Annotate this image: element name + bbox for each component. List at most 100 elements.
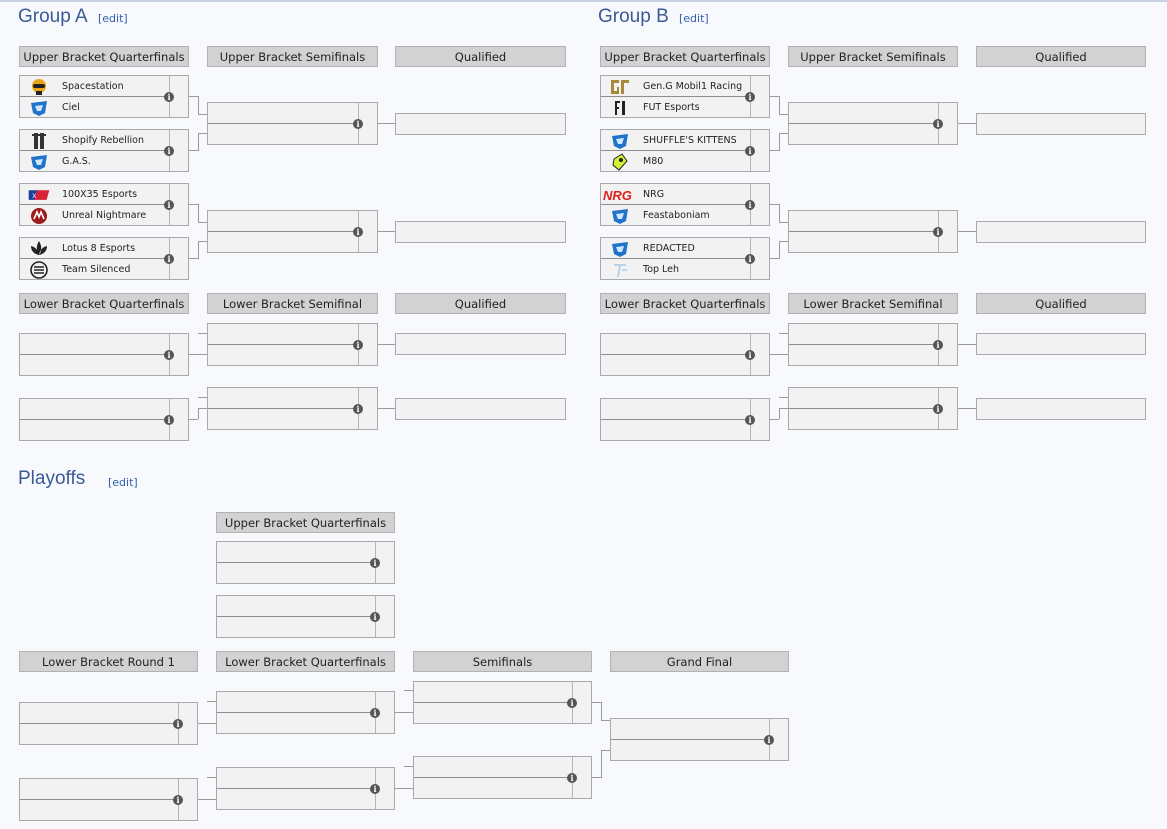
group-b-ubqf-match-4[interactable]: REDACTED Top Leh i [600, 237, 770, 280]
group-b-qualified-slot-2 [976, 221, 1146, 243]
info-icon[interactable]: i [173, 719, 183, 729]
playoffs-lbr1-match-2[interactable]: i [19, 778, 198, 821]
info-icon[interactable]: i [164, 200, 174, 210]
info-icon[interactable]: i [745, 92, 755, 102]
group-a-ubqf-match-1[interactable]: Spacestation Ciel i [19, 75, 189, 118]
group-b-header-ubqf: Upper Bracket Quarterfinals [600, 46, 770, 67]
team-row[interactable]: Unreal Nightmare [20, 205, 170, 226]
group-b-qualified-lower-slot-2 [976, 398, 1146, 420]
playoffs-grand-final-match[interactable]: i [610, 718, 789, 761]
group-b-ubsf-match-1[interactable]: i [788, 102, 958, 145]
group-b-ubqf-match-3[interactable]: NRG NRG Feastaboniam i [600, 183, 770, 226]
playoffs-semifinal-match-1[interactable]: i [413, 681, 592, 724]
group-a-ubqf-match-2[interactable]: Shopify Rebellion G.A.S. i [19, 129, 189, 172]
group-a-ubqf-match-3[interactable]: X 100X35 Esports Unreal Nightmare i [19, 183, 189, 226]
team-row[interactable]: NRG NRG [601, 184, 751, 205]
playoffs-ubqf-match-1[interactable]: i [216, 541, 395, 584]
playoffs-title: Playoffs [18, 468, 86, 489]
group-a-edit-link[interactable]: [edit] [98, 12, 128, 25]
team-row[interactable]: Top Leh [601, 259, 751, 280]
info-icon[interactable]: i [745, 350, 755, 360]
top-leh-icon [609, 261, 631, 279]
group-b-lbsf-match-1[interactable]: i [788, 323, 958, 366]
group-a-ubqf-match-4[interactable]: Lotus 8 Esports Team Silenced i [19, 237, 189, 280]
team-name: Gen.G Mobil1 Racing [643, 81, 743, 92]
group-b-header-qualified: Qualified [976, 46, 1146, 67]
group-a-qualified-lower-slot-2 [395, 398, 566, 420]
group-a-ubsf-match-1[interactable]: i [207, 102, 378, 145]
playoffs-edit-link[interactable]: [edit] [108, 476, 138, 489]
team-row[interactable]: X 100X35 Esports [20, 184, 170, 205]
info-icon[interactable]: i [353, 227, 363, 237]
info-icon[interactable]: i [353, 119, 363, 129]
info-icon[interactable]: i [164, 415, 174, 425]
info-icon[interactable]: i [164, 350, 174, 360]
playoffs-semifinal-match-2[interactable]: i [413, 756, 592, 799]
team-row[interactable]: G.A.S. [20, 151, 170, 172]
team-row[interactable]: Shopify Rebellion [20, 130, 170, 151]
team-row[interactable]: Lotus 8 Esports [20, 238, 170, 259]
fut-icon [609, 99, 631, 117]
info-icon[interactable]: i [370, 784, 380, 794]
group-b-edit-link[interactable]: [edit] [679, 12, 709, 25]
group-b-lbqf-match-2[interactable]: i [600, 398, 770, 441]
info-icon[interactable]: i [353, 404, 363, 414]
group-a-lbqf-match-2[interactable]: i [19, 398, 189, 441]
playoffs-lbqf-match-1[interactable]: i [216, 691, 395, 734]
team-row[interactable]: Feastaboniam [601, 205, 751, 226]
playoffs-lbqf-match-2[interactable]: i [216, 767, 395, 810]
info-icon[interactable]: i [933, 404, 943, 414]
info-icon[interactable]: i [353, 340, 363, 350]
info-icon[interactable]: i [567, 773, 577, 783]
info-icon[interactable]: i [164, 254, 174, 264]
team-name: FUT Esports [643, 102, 700, 113]
top-border [0, 0, 1167, 2]
group-a-lbqf-match-1[interactable]: i [19, 333, 189, 376]
info-icon[interactable]: i [745, 415, 755, 425]
group-b-lbsf-match-2[interactable]: i [788, 387, 958, 430]
team-row[interactable]: REDACTED [601, 238, 751, 259]
playoffs-ubqf-match-2[interactable]: i [216, 595, 395, 638]
team-row[interactable]: Gen.G Mobil1 Racing [601, 76, 751, 97]
svg-text:NRG: NRG [603, 188, 632, 202]
playoffs-header-semifinals: Semifinals [413, 651, 592, 672]
group-b-title: Group B [598, 6, 669, 27]
team-row[interactable]: Spacestation [20, 76, 170, 97]
info-icon[interactable]: i [745, 254, 755, 264]
team-row[interactable]: Team Silenced [20, 259, 170, 280]
info-icon[interactable]: i [764, 735, 774, 745]
playoffs-header-grand-final: Grand Final [610, 651, 789, 672]
team-name: Lotus 8 Esports [62, 243, 136, 254]
info-icon[interactable]: i [370, 558, 380, 568]
info-icon[interactable]: i [567, 698, 577, 708]
info-icon[interactable]: i [173, 795, 183, 805]
playoffs-lbr1-match-1[interactable]: i [19, 702, 198, 745]
info-icon[interactable]: i [745, 200, 755, 210]
info-icon[interactable]: i [933, 227, 943, 237]
team-row[interactable]: Ciel [20, 97, 170, 118]
group-b-lbqf-match-1[interactable]: i [600, 333, 770, 376]
info-icon[interactable]: i [745, 146, 755, 156]
team-row[interactable]: SHUFFLE'S KITTENS [601, 130, 751, 151]
group-b-ubqf-match-2[interactable]: SHUFFLE'S KITTENS M80 i [600, 129, 770, 172]
group-b-qualified-slot-1 [976, 113, 1146, 135]
team-name: Feastaboniam [643, 210, 710, 221]
info-icon[interactable]: i [933, 119, 943, 129]
team-name: Spacestation [62, 81, 124, 92]
team-name: REDACTED [643, 243, 695, 254]
info-icon[interactable]: i [370, 612, 380, 622]
group-b-ubqf-match-1[interactable]: Gen.G Mobil1 Racing FUT Esports i [600, 75, 770, 118]
group-a-lbsf-match-1[interactable]: i [207, 323, 378, 366]
group-a-ubsf-match-2[interactable]: i [207, 210, 378, 253]
team-name: Unreal Nightmare [62, 210, 147, 221]
group-a-lbsf-match-2[interactable]: i [207, 387, 378, 430]
group-b-header-lbsf: Lower Bracket Semifinal [788, 293, 958, 314]
team-row[interactable]: FUT Esports [601, 97, 751, 118]
geng-icon [609, 78, 631, 96]
info-icon[interactable]: i [164, 92, 174, 102]
team-row[interactable]: M80 [601, 151, 751, 172]
info-icon[interactable]: i [370, 708, 380, 718]
info-icon[interactable]: i [933, 340, 943, 350]
info-icon[interactable]: i [164, 146, 174, 156]
group-b-ubsf-match-2[interactable]: i [788, 210, 958, 253]
